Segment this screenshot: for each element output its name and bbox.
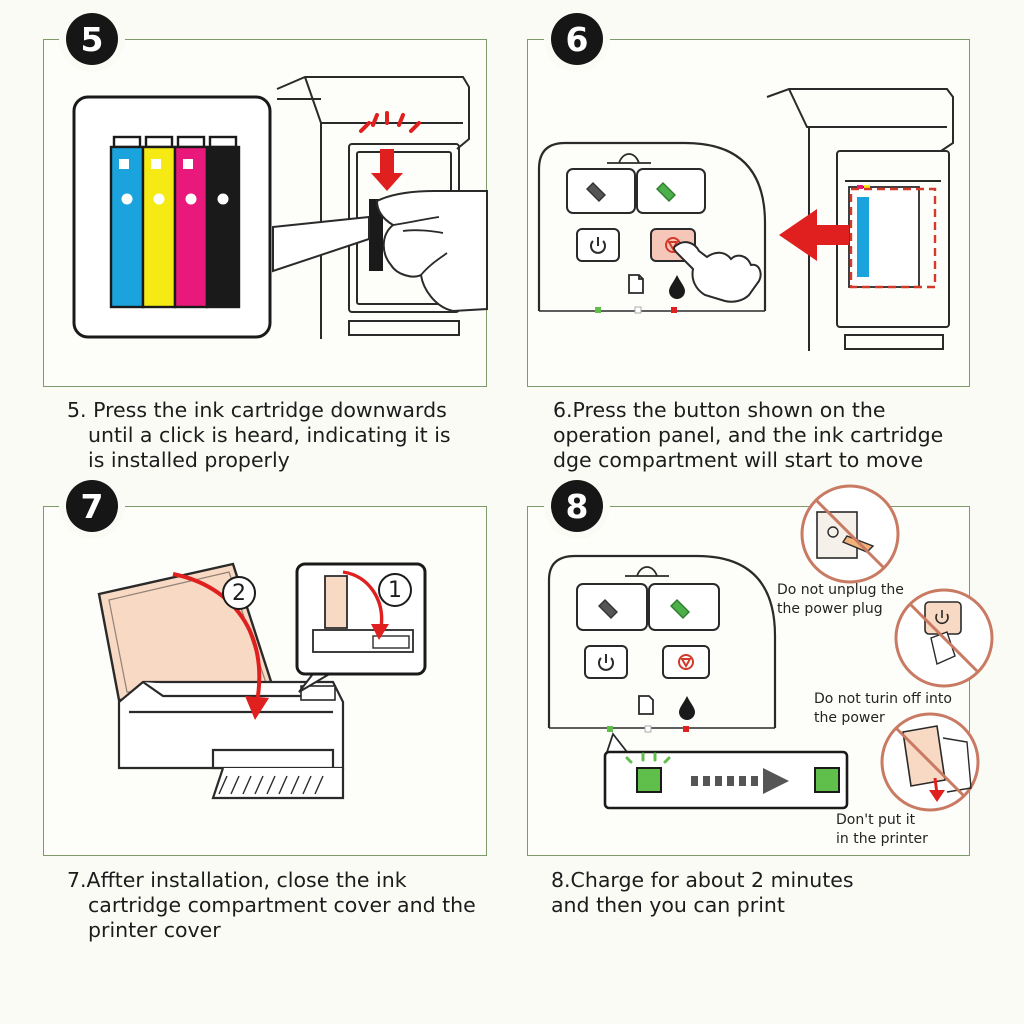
mono-copy-icon xyxy=(586,182,606,202)
caption-line: 6.Press the button shown on the xyxy=(553,398,886,422)
move-left-arrow-icon xyxy=(779,209,849,261)
caption-line: and then you can print xyxy=(551,893,785,917)
caption-line: dge compartment will start to move xyxy=(553,448,924,472)
step-6-badge: 6 xyxy=(551,13,603,65)
pointing-hand-icon xyxy=(673,241,762,303)
cartridge-yellow xyxy=(141,135,177,309)
close-lid-arrow-icon xyxy=(172,572,262,703)
caption-line: cartridge compartment cover and the xyxy=(88,893,476,917)
step-8-badge: 8 xyxy=(551,480,603,532)
warning-line: the power xyxy=(814,710,885,726)
cartridge-cyan xyxy=(109,135,145,309)
step-7-badge: 7 xyxy=(66,480,118,532)
click-burst-icon xyxy=(359,111,421,133)
warning-line: Do not unplug the xyxy=(777,582,904,598)
callout-number-2: 2 xyxy=(222,576,256,610)
led-blinking xyxy=(636,767,662,793)
callout-number-1: 1 xyxy=(378,573,412,607)
step-6-illustration xyxy=(537,88,954,351)
ink-drop-icon xyxy=(669,275,685,299)
step-6-caption: 6.Press the button shown on the operatio… xyxy=(553,398,943,473)
caption-line: 5. Press the ink cartridge downwards xyxy=(67,398,447,422)
caption-line: is installed properly xyxy=(88,448,290,472)
warning-line: in the printer xyxy=(836,831,928,847)
warning-power-text: Do not turin off into the power xyxy=(814,690,952,728)
paper-icon xyxy=(628,274,644,294)
warning-unplug-text: Do not unplug the the power plug xyxy=(777,581,904,619)
caption-line: until a click is heard, indicating it is xyxy=(88,423,451,447)
caption-line: operation panel, and the ink cartridge xyxy=(553,423,944,447)
warning-line: Don't put it xyxy=(836,812,916,828)
step-7-caption: 7.Affter installation, close the ink car… xyxy=(67,868,476,943)
color-copy-icon xyxy=(656,182,676,202)
caption-line: 8.Charge for about 2 minutes xyxy=(551,868,854,892)
no-unplug-icon xyxy=(800,484,900,584)
cartridge-black xyxy=(205,135,241,309)
step-8-caption: 8.Charge for about 2 minutes and then yo… xyxy=(551,868,854,918)
warning-line: Do not turin off into xyxy=(814,691,952,707)
step-5-caption: 5. Press the ink cartridge downwards unt… xyxy=(67,398,451,473)
warning-paper-text: Don't put it in the printer xyxy=(836,811,928,849)
mono-copy-icon xyxy=(598,599,618,619)
led-solid xyxy=(814,767,840,793)
ink-drop-icon xyxy=(679,696,695,720)
power-icon xyxy=(590,237,606,254)
paper-icon xyxy=(638,695,654,715)
step-5-badge: 5 xyxy=(66,13,118,65)
progress-arrow-icon xyxy=(763,768,789,794)
no-paper-icon xyxy=(880,712,980,812)
step-5-illustration xyxy=(72,76,488,339)
step-8-illustration xyxy=(547,484,994,812)
warning-line: the power plug xyxy=(777,601,883,617)
color-copy-icon xyxy=(670,599,690,619)
cartridge-magenta xyxy=(173,135,209,309)
no-power-off-icon xyxy=(894,588,994,688)
caption-line: printer cover xyxy=(88,918,221,942)
power-icon xyxy=(598,654,614,671)
caption-line: 7.Affter installation, close the ink xyxy=(67,868,407,892)
step-7-illustration xyxy=(97,562,427,800)
press-down-arrow-icon xyxy=(371,149,403,191)
stop-resume-icon xyxy=(678,654,694,670)
